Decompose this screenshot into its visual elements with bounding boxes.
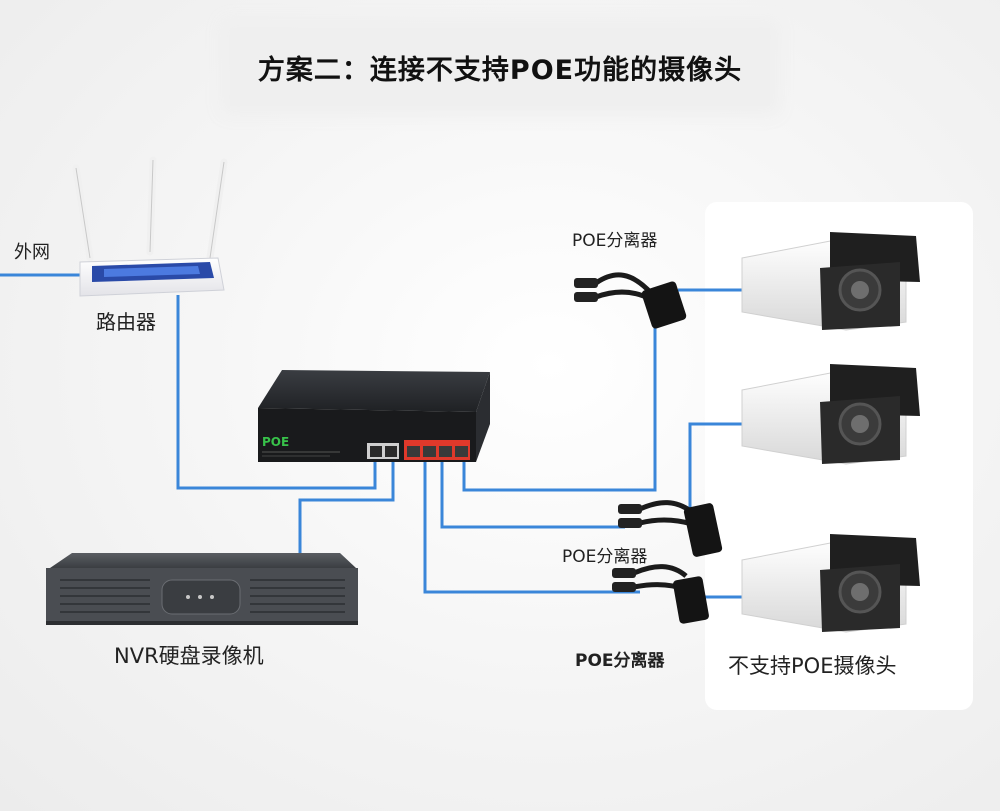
splitter-bottom-label: POE分离器 (575, 651, 665, 671)
splitter-top-label: POE分离器 (572, 231, 658, 251)
switch-brand: POE (262, 435, 289, 449)
camera-2 (741, 364, 920, 465)
splitter-2 (618, 500, 723, 557)
camera-label: 不支持POE摄像头 (728, 654, 897, 678)
nvr-label: NVR硬盘录像机 (114, 644, 264, 668)
cable-switch-splitter2 (440, 462, 625, 529)
router-label: 路由器 (96, 310, 156, 334)
poe-switch-device: POE (258, 370, 490, 462)
camera-3 (741, 534, 920, 633)
cable-switch-splitter1 (462, 322, 657, 492)
cable-splitter2-camera2 (688, 422, 750, 518)
cables (0, 273, 750, 599)
router-device (72, 156, 228, 297)
page-title: 方案二：连接不支持POE功能的摄像头 (230, 28, 770, 106)
wan-label: 外网 (14, 242, 50, 263)
cable-switch-splitter3 (423, 462, 640, 594)
splitter-1 (574, 272, 687, 329)
cable-nvr-switch (298, 462, 395, 557)
cable-router-switch (176, 295, 377, 490)
camera-1 (741, 232, 920, 331)
splitter-mid-label: POE分离器 (562, 547, 648, 567)
splitter-3 (612, 564, 709, 624)
nvr-device (46, 553, 358, 625)
